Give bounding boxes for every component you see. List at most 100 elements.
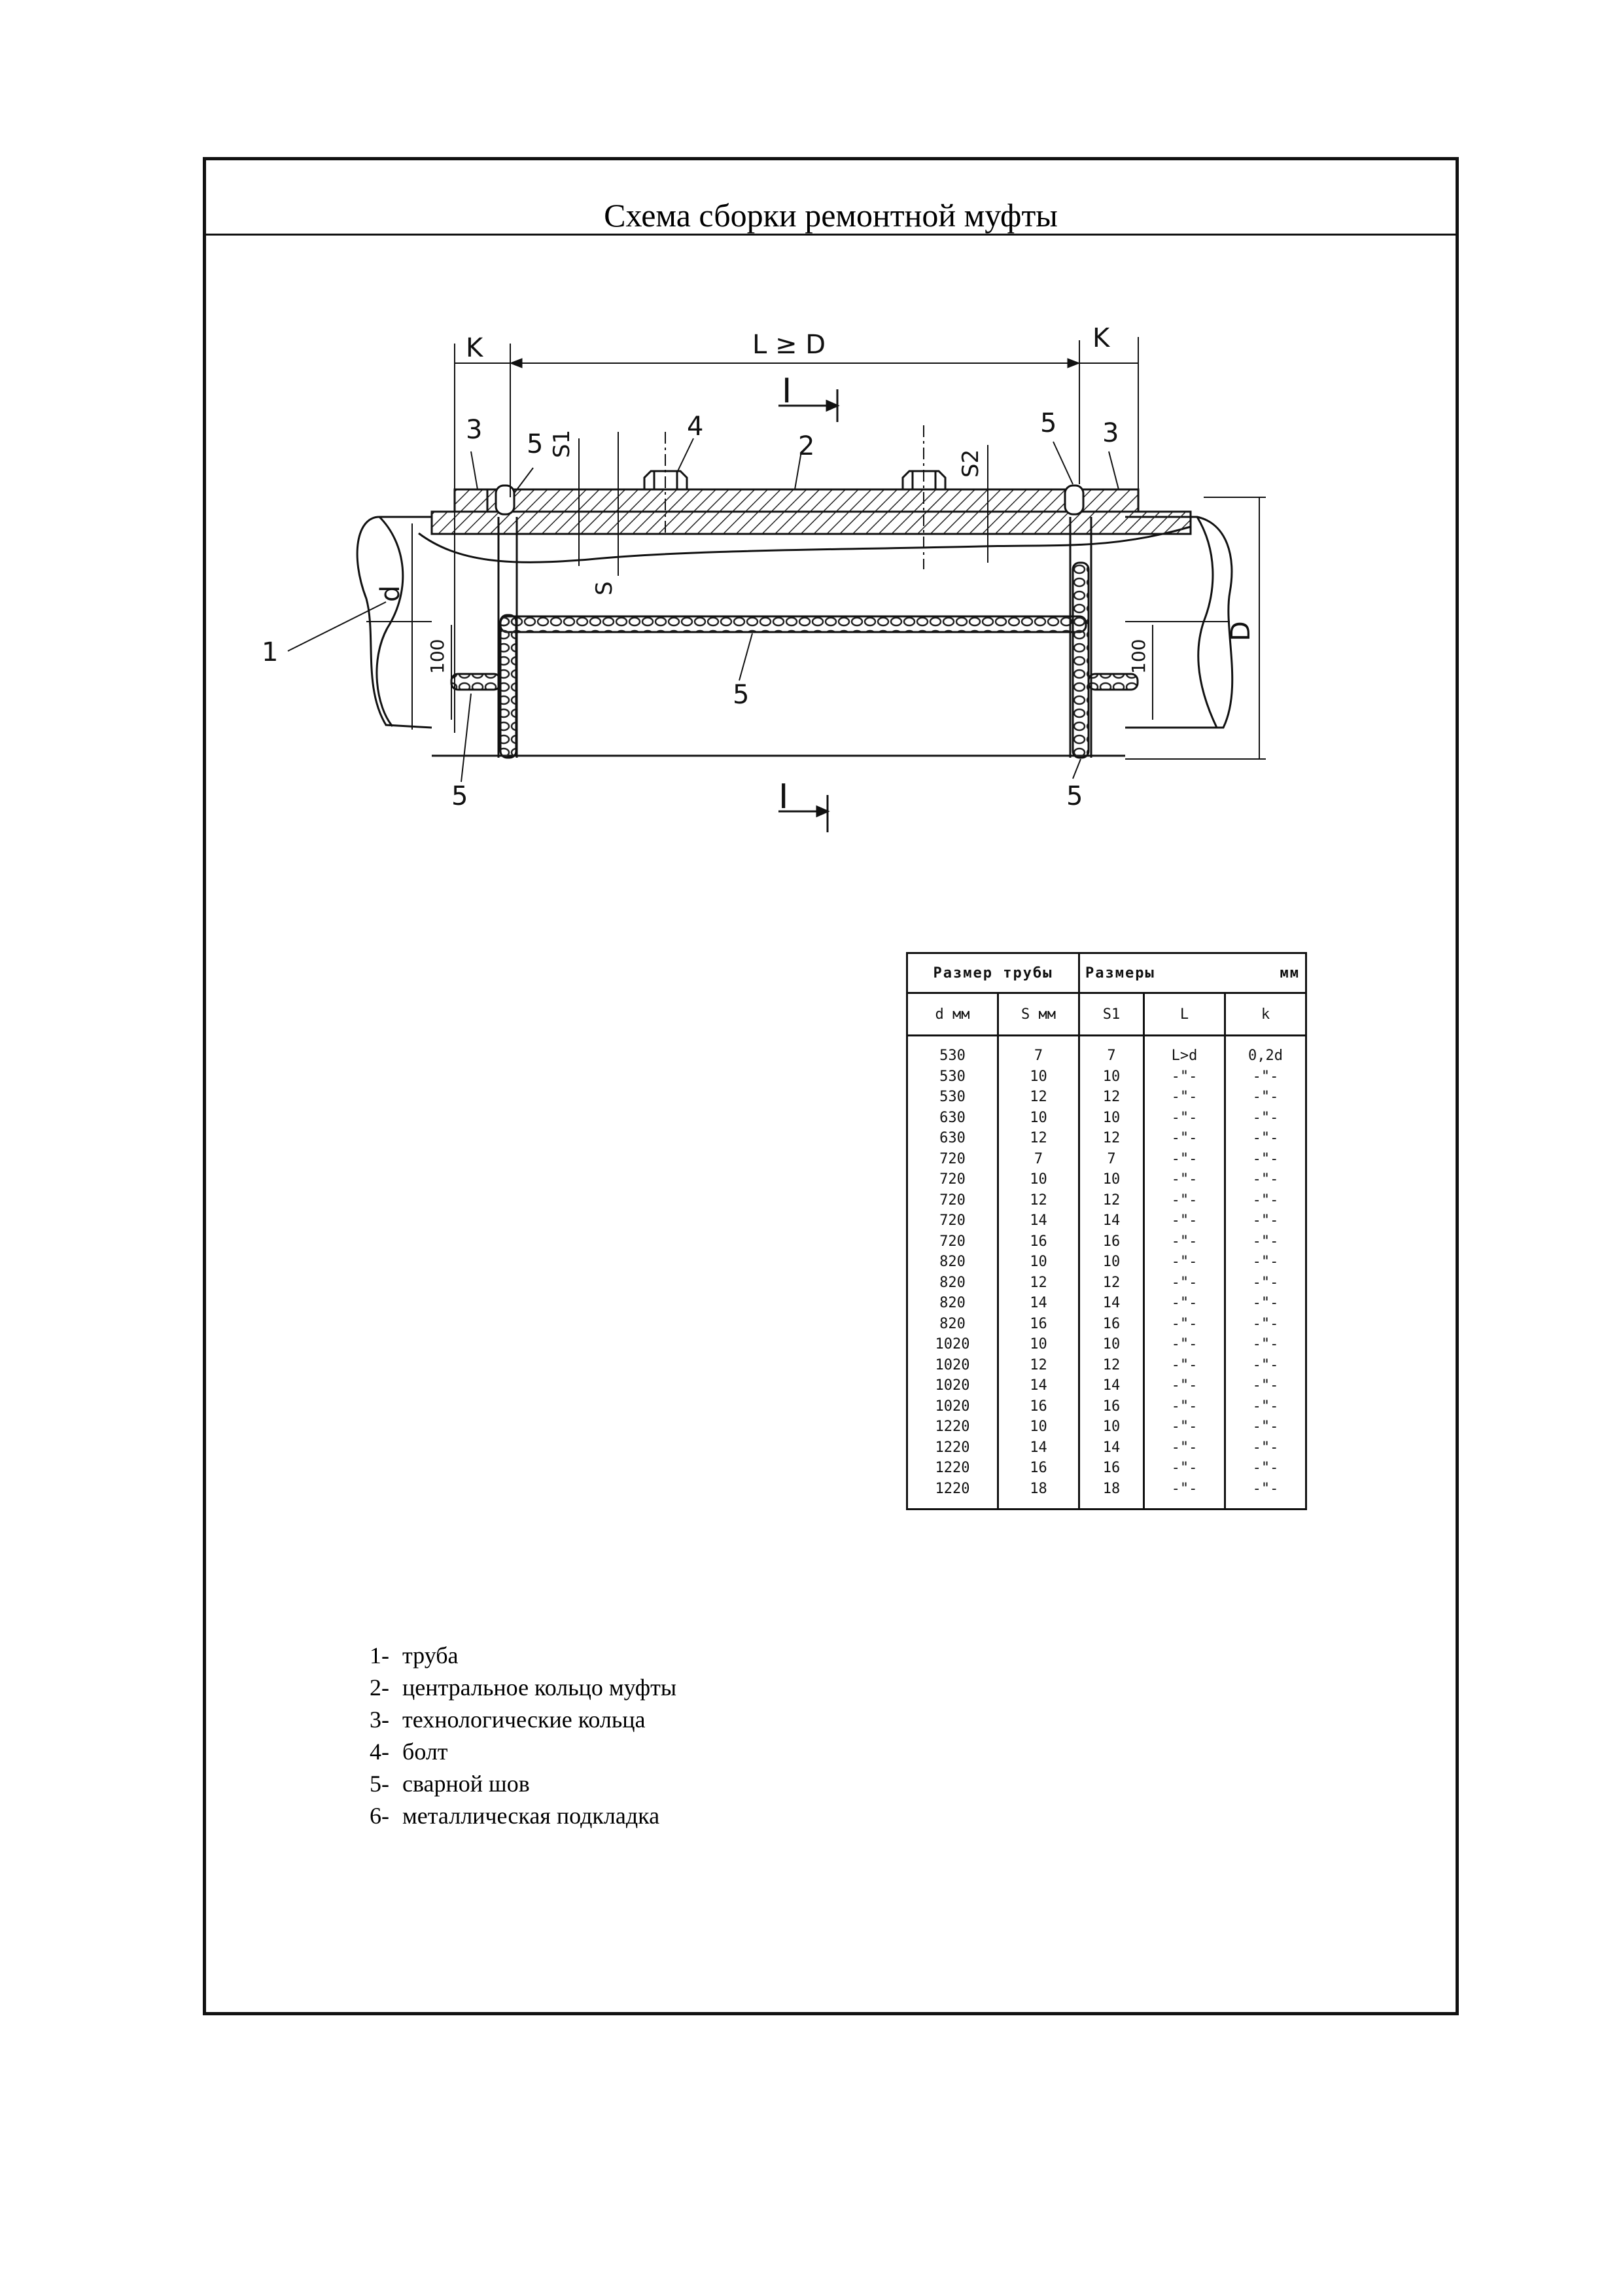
callout-5-middle: 5 xyxy=(733,680,749,710)
table-cell: 16 xyxy=(997,1458,1080,1479)
table-cell: 7 xyxy=(997,1035,1080,1067)
table-cell: -"- xyxy=(1143,1148,1226,1169)
table-cell: 14 xyxy=(997,1293,1080,1314)
table-cell: 10 xyxy=(1078,1334,1145,1355)
table-cell: 12 xyxy=(1078,1087,1145,1108)
leader-4 xyxy=(676,438,694,473)
pipe-wall xyxy=(430,510,1192,535)
dim-k-right: K xyxy=(1092,323,1111,353)
table-cell: -"- xyxy=(1143,1478,1226,1510)
table-col-k: k xyxy=(1224,993,1307,1036)
callout-3-right: 3 xyxy=(1102,418,1119,448)
table-cell: 10 xyxy=(1078,1066,1145,1087)
table-cell: -"- xyxy=(1224,1354,1307,1375)
legend-number: 5- xyxy=(370,1771,389,1797)
table-col-d: d мм xyxy=(906,993,999,1036)
table-cell: -"- xyxy=(1224,1107,1307,1128)
weld-seam-right-ring xyxy=(1064,484,1085,516)
table-cell: -"- xyxy=(1143,1252,1226,1273)
table-cell: -"- xyxy=(1224,1066,1307,1087)
drawing-frame: Схема сборки ремонтной муфты xyxy=(203,157,1459,2015)
legend-item: 1-труба xyxy=(370,1640,676,1672)
legend-text: центральное кольцо муфты xyxy=(402,1674,677,1701)
thickness-s2-label: S2 xyxy=(958,450,984,478)
table-cell: 14 xyxy=(1078,1437,1145,1458)
weld-seam-lower-left xyxy=(450,673,502,691)
table-cell: -"- xyxy=(1143,1313,1226,1334)
table-cell: -"- xyxy=(1224,1087,1307,1108)
legend-text: сварной шов xyxy=(402,1771,530,1797)
table-cell: 0,2d xyxy=(1224,1035,1307,1067)
table-col-l: L xyxy=(1143,993,1226,1036)
table-cell: -"- xyxy=(1224,1478,1307,1510)
leader-5-left-top xyxy=(513,467,534,495)
table-cell: 7 xyxy=(1078,1148,1145,1169)
table-cell: 18 xyxy=(1078,1478,1145,1510)
table-group-dims: Размеры мм xyxy=(1078,952,1307,994)
table-cell: 16 xyxy=(1078,1313,1145,1334)
table-cell: 1220 xyxy=(906,1437,999,1458)
table-cell: -"- xyxy=(1224,1128,1307,1149)
callout-3-left: 3 xyxy=(466,415,482,445)
thickness-s1-label: S1 xyxy=(549,430,575,458)
pipe-left-end xyxy=(356,516,432,729)
title-block: Схема сборки ремонтной муфты xyxy=(206,160,1456,236)
legend-item: 2- центральное кольцо муфты xyxy=(370,1672,676,1704)
dimension-arrows xyxy=(509,358,1081,368)
table-cell: 1020 xyxy=(906,1334,999,1355)
table-group-pipe: Размер трубы xyxy=(906,952,1080,994)
table-cell: -"- xyxy=(1224,1210,1307,1231)
dim-length: L ≥ D xyxy=(752,330,826,360)
table-cell: -"- xyxy=(1143,1066,1226,1087)
table-cell: -"- xyxy=(1143,1334,1226,1355)
table-cell: 720 xyxy=(906,1231,999,1252)
table-cell: 14 xyxy=(1078,1210,1145,1231)
weld-seam-horizontal xyxy=(499,615,1087,633)
table-cell: 10 xyxy=(997,1169,1080,1190)
legend-number: 2- xyxy=(370,1674,389,1701)
table-cell: 820 xyxy=(906,1313,999,1334)
table-cell: 12 xyxy=(1078,1190,1145,1210)
weld-seam-vertical-right xyxy=(1072,561,1090,759)
leader-5-bottom-right xyxy=(1072,758,1081,779)
table-cell: 720 xyxy=(906,1190,999,1210)
table-cell: -"- xyxy=(1224,1272,1307,1293)
table-cell: 10 xyxy=(1078,1417,1145,1438)
table-cell: -"- xyxy=(1143,1190,1226,1210)
table-cell: 1020 xyxy=(906,1354,999,1375)
table-cell: 1220 xyxy=(906,1458,999,1479)
dim-k-left: K xyxy=(466,333,484,363)
legend-number: 1- xyxy=(370,1642,389,1669)
bolt-right xyxy=(901,425,947,569)
table-cell: 12 xyxy=(997,1128,1080,1149)
table-cell: -"- xyxy=(1224,1375,1307,1396)
thickness-s-label: S xyxy=(591,581,618,595)
leader-1 xyxy=(287,601,387,652)
table-cell: -"- xyxy=(1143,1087,1226,1108)
table-cell: 14 xyxy=(997,1210,1080,1231)
legend-text: технологические кольца xyxy=(402,1706,646,1733)
table-cell: 720 xyxy=(906,1148,999,1169)
table-cell: 18 xyxy=(997,1478,1080,1510)
pipe-size-table: Размер трубы Размеры мм d мм S мм S1 L k… xyxy=(906,952,1307,1510)
table-cell: 12 xyxy=(1078,1128,1145,1149)
table-cell: 1020 xyxy=(906,1396,999,1417)
table-cell: 10 xyxy=(997,1107,1080,1128)
table-cell: 10 xyxy=(997,1417,1080,1438)
legend-text: металлическая подкладка xyxy=(402,1803,660,1829)
table-cell: 16 xyxy=(997,1396,1080,1417)
table-cell: 7 xyxy=(997,1148,1080,1169)
